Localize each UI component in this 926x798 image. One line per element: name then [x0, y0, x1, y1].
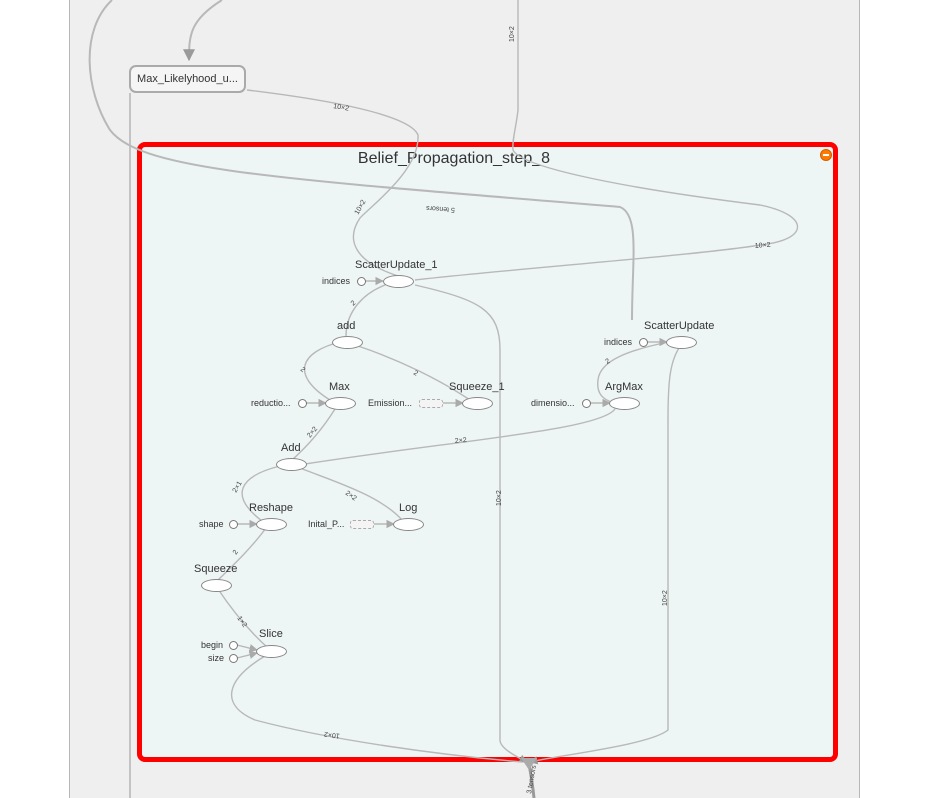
edge-label: 2: [412, 370, 419, 378]
reshape-node[interactable]: [256, 518, 287, 531]
indices-2-const[interactable]: [639, 338, 648, 347]
edge-label: 10×2: [496, 490, 503, 506]
edge-label: 2×2: [455, 437, 468, 445]
emission-label: Emission...: [368, 398, 413, 408]
max-label: Max: [329, 381, 350, 393]
edge-scatter1-down: [414, 284, 528, 763]
shape-const[interactable]: [229, 520, 238, 529]
reduction-label: reductio...: [251, 398, 291, 408]
initial-label: Inital_P...: [308, 519, 345, 529]
edge-label: 10×2: [333, 103, 350, 113]
add-node[interactable]: [332, 336, 363, 349]
begin-label: begin: [201, 640, 224, 650]
edge-label: 2×2: [306, 426, 319, 440]
edge-left-loop: [88, 0, 635, 321]
edge-slice-down: [230, 655, 523, 763]
shape-label: shape: [199, 519, 224, 529]
edge-label: 10×2: [324, 730, 341, 739]
edge-size: [236, 650, 258, 659]
edge-label: 10×2: [755, 242, 771, 250]
emission-placeholder[interactable]: [419, 399, 443, 408]
argmax-label: ArgMax: [605, 381, 643, 393]
begin-const[interactable]: [229, 641, 238, 650]
add-cap-label: Add: [281, 442, 301, 454]
indices-1-label: indices: [322, 276, 351, 286]
argmax-node[interactable]: [609, 397, 640, 410]
edge-label: 2: [232, 549, 240, 556]
edge-label: 2: [350, 300, 358, 308]
edge-add-to-squeeze1: [357, 345, 471, 401]
initial-placeholder[interactable]: [350, 520, 374, 529]
edge-label: 2: [605, 358, 612, 366]
edge-max-to-add: [291, 408, 336, 461]
collapse-icon[interactable]: [820, 149, 832, 161]
edge-add-to-reshape: [241, 465, 281, 522]
indices-2-label: indices: [604, 337, 633, 347]
edge-top-to-max-node: [183, 0, 223, 62]
slice-label: Slice: [259, 628, 283, 640]
indices-1-const[interactable]: [357, 277, 366, 286]
size-label: size: [208, 653, 225, 663]
squeeze-1-node[interactable]: [462, 397, 493, 410]
log-label: Log: [399, 502, 418, 514]
scatterupdate-label: ScatterUpdate: [644, 320, 715, 332]
scatterupdate-1-label: ScatterUpdate_1: [355, 259, 438, 271]
edge-scatter-to-argmax: [597, 341, 669, 403]
reshape-label: Reshape: [249, 502, 294, 514]
add-label: add: [337, 320, 356, 332]
squeeze-1-label: Squeeze_1: [449, 381, 505, 393]
edge-squeeze-to-slice: [217, 588, 269, 649]
edge-add-to-max: [303, 341, 341, 401]
edge-argmax-to-add: [304, 408, 616, 465]
max-node-op[interactable]: [325, 397, 356, 410]
slice-node[interactable]: [256, 645, 287, 658]
edge-label: 3 tensors: [526, 764, 538, 794]
reduction-const[interactable]: [298, 399, 307, 408]
add-cap-node[interactable]: [276, 458, 307, 471]
dimension-const[interactable]: [582, 399, 591, 408]
edge-begin: [236, 644, 258, 653]
edge-top-right: [414, 0, 799, 281]
edge-add-to-log: [299, 467, 403, 521]
edge-max-to-scatter1: [246, 89, 419, 277]
size-const[interactable]: [229, 654, 238, 663]
dimension-label: dimensio...: [531, 398, 575, 408]
edge-label: 2: [299, 366, 307, 374]
edge-label: 2×2: [344, 490, 358, 503]
squeeze-label: Squeeze: [194, 563, 238, 575]
edge-scatter-down: [529, 344, 682, 765]
scatterupdate-node[interactable]: [666, 336, 697, 349]
edge-label: 1×2: [235, 615, 248, 629]
scatterupdate-1-node[interactable]: [383, 275, 414, 288]
log-node[interactable]: [393, 518, 424, 531]
squeeze-node[interactable]: [201, 579, 232, 592]
edge-label: 10×2: [509, 26, 516, 42]
edge-label: 10×2: [662, 590, 669, 606]
bottom-arrowhead-icon: [521, 758, 537, 770]
max-likelyhood-node[interactable]: Max_Likelyhood_u...: [129, 65, 246, 93]
edge-label: 5 tensors: [425, 204, 455, 213]
